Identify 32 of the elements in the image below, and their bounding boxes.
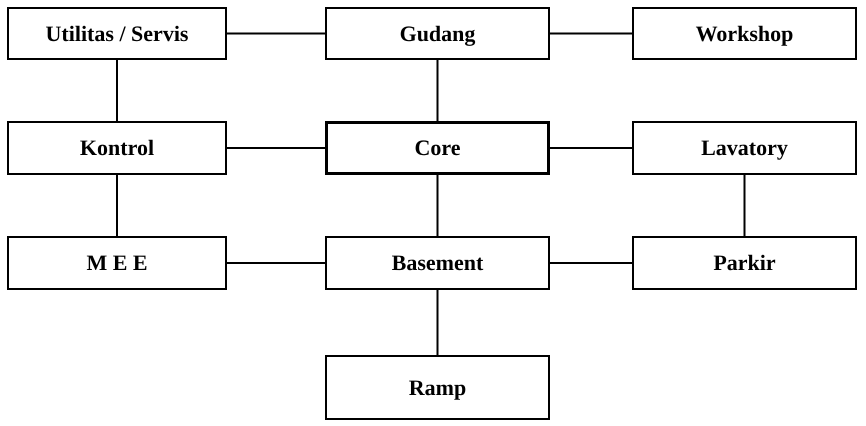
connector-line bbox=[436, 290, 438, 355]
process-box bbox=[325, 236, 550, 290]
connector-line bbox=[227, 32, 325, 34]
process-box bbox=[325, 121, 550, 175]
box-label: Workshop bbox=[696, 20, 794, 48]
process-box bbox=[632, 121, 857, 175]
box-label: Kontrol bbox=[80, 134, 154, 162]
box-label: M E E bbox=[86, 249, 148, 277]
connector-line bbox=[744, 175, 746, 236]
process-box bbox=[632, 7, 857, 60]
connector-line bbox=[550, 262, 632, 264]
connector-line bbox=[116, 60, 118, 121]
box-label: Basement bbox=[392, 249, 484, 277]
connector-line bbox=[227, 262, 325, 264]
connector-line bbox=[116, 175, 118, 236]
box-label: Parkir bbox=[713, 249, 776, 277]
connector-line bbox=[436, 175, 438, 236]
connector-line bbox=[550, 147, 632, 149]
process-box bbox=[632, 236, 857, 290]
box-label: Ramp bbox=[408, 374, 466, 402]
connector-line bbox=[550, 32, 632, 34]
process-box bbox=[7, 236, 227, 290]
box-label: Core bbox=[414, 134, 461, 162]
box-label: Lavatory bbox=[701, 134, 788, 162]
box-label: Gudang bbox=[400, 20, 476, 48]
process-box bbox=[325, 7, 550, 60]
connector-line bbox=[436, 60, 438, 121]
process-box bbox=[7, 7, 227, 60]
box-label: Utilitas / Servis bbox=[46, 20, 188, 48]
connector-line bbox=[227, 147, 325, 149]
process-box bbox=[7, 121, 227, 175]
process-box bbox=[325, 355, 550, 420]
